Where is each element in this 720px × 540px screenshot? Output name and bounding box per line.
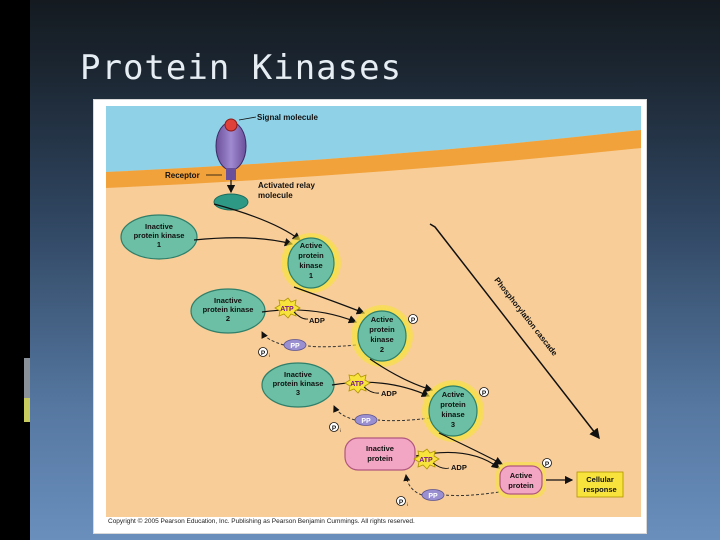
copyright-notice: Copyright © 2005 Pearson Education, Inc.… <box>108 518 415 525</box>
pp-dashed-arrow-1 <box>261 331 285 346</box>
adp-label-3: ADP <box>451 463 467 472</box>
inactive-protein <box>344 437 416 471</box>
pp-label-3: PP <box>428 493 438 500</box>
phosphate-circle-protein <box>542 458 552 468</box>
atp-label-2: ATP <box>350 381 364 388</box>
active-kinase-3-label-1: Active <box>442 390 465 399</box>
pp-label-2: PP <box>361 418 371 425</box>
pi-sub-2: i <box>340 428 341 433</box>
atp-burst-1 <box>274 297 301 319</box>
cellular-response-label-1: Cellular <box>586 475 614 484</box>
title-marker <box>18 50 30 86</box>
inactive-kinase-1-label-3: 1 <box>157 240 161 249</box>
inactive-kinase-3-label-2: protein kinase <box>273 379 324 388</box>
plasma-membrane <box>106 130 641 188</box>
pp-dashed-return-1 <box>307 344 357 348</box>
active-protein-label-1: Active <box>510 471 533 480</box>
active-kinase-2 <box>357 310 407 362</box>
kinase3-activation-arrow <box>331 381 431 397</box>
active-kinase-2-label-3: kinase <box>370 335 393 344</box>
adp-label-2: ADP <box>381 389 397 398</box>
active-kinase-3-label-2: protein <box>440 400 466 409</box>
phosphate-circle-3 <box>479 387 489 397</box>
side-marker-yellow <box>24 398 30 422</box>
pi-label-3: P <box>399 499 404 506</box>
pi-circle-3 <box>396 496 406 506</box>
pi-label-2: P <box>332 425 337 432</box>
inactive-kinase-3-label-3: 3 <box>296 388 300 397</box>
active-kinase-1-label-2: protein <box>298 251 324 260</box>
pi-label-1: P <box>261 350 266 357</box>
active-kinase-3-label-4: 3 <box>451 420 455 429</box>
pp-dashed-return-3 <box>444 491 500 497</box>
pi-sub-1: i <box>269 353 270 358</box>
inactive-kinase-1-label-2: protein kinase <box>134 231 185 240</box>
cellular-response-box <box>576 471 624 498</box>
active-protein <box>499 465 543 495</box>
phosphate-label-2: P <box>411 317 416 324</box>
slide-title: Protein Kinases <box>80 48 403 88</box>
pp-dashed-arrow-3 <box>403 474 423 496</box>
pi-circle-2 <box>329 422 339 432</box>
pp-label-1: PP <box>290 343 300 350</box>
relay-molecule-shape <box>213 193 249 211</box>
active-kinase-1-label-3: kinase <box>299 261 322 270</box>
inactive-kinase-2-label-3: 2 <box>226 314 230 323</box>
pp-dashed-arrow-2 <box>333 405 356 421</box>
active-kinase-1 <box>287 237 335 289</box>
inactive-kinase-2 <box>190 288 266 334</box>
cascade-diagram: Signal molecule Receptor Activated relay… <box>106 106 641 517</box>
atp-to-adp-curve-2 <box>363 386 380 394</box>
kinase2-catalysis-arrow <box>369 358 434 393</box>
relay-to-kinase1-arrow <box>213 203 301 241</box>
phosphorylation-cascade-arrow <box>429 223 600 440</box>
active-protein-label-2: protein <box>508 481 534 490</box>
pi-circle-1 <box>258 347 268 357</box>
left-accent-bar <box>0 0 30 540</box>
active-kinase-1-label-4: 1 <box>309 271 313 280</box>
inactive-kinase-1-label-1: Inactive <box>145 222 173 231</box>
inactive-kinase-3-label-1: Inactive <box>284 370 312 379</box>
active-kinase-2-label-2: protein <box>369 325 395 334</box>
active-kinase-2-label-1: Active <box>371 315 394 324</box>
relay-label-1: Activated relay <box>258 181 315 190</box>
signal-molecule-shape <box>224 118 238 132</box>
atp-label-1: ATP <box>280 306 294 313</box>
active-kinase-3-label-3: kinase <box>441 410 464 419</box>
phosphate-label-protein: P <box>545 461 550 468</box>
atp-to-adp-curve-3 <box>432 462 450 469</box>
inactive-protein-label-2: protein <box>367 454 393 463</box>
inactive-protein-label-1: Inactive <box>366 444 394 453</box>
receptor-label: Receptor <box>165 171 200 180</box>
active-kinase-1-label-1: Active <box>300 241 323 250</box>
side-marker-gray <box>24 358 30 398</box>
kinase-cascade-figure: Signal molecule Receptor Activated relay… <box>93 99 647 534</box>
inactive-kinase-2-label-1: Inactive <box>214 296 242 305</box>
active-kinase-2-label-4: 2 <box>380 345 384 354</box>
pi-sub-3: i <box>407 502 408 507</box>
phosphate-circle-2 <box>408 314 418 324</box>
phosphate-label-3: P <box>482 390 487 397</box>
atp-burst-2 <box>344 372 371 394</box>
cellular-response-label-2: response <box>583 485 616 494</box>
signal-molecule-label: Signal molecule <box>257 113 318 122</box>
signal-label-line <box>238 116 257 121</box>
atp-label-3: ATP <box>419 457 433 464</box>
atp-to-adp-curve-1 <box>293 311 309 320</box>
kinase1-catalysis-arrow <box>293 286 366 315</box>
inactive-kinase-1 <box>120 214 198 260</box>
receptor-stem <box>226 168 236 180</box>
inactive-kinase-2-label-2: protein kinase <box>203 305 254 314</box>
relay-label-2: molecule <box>258 191 293 200</box>
active-kinase-3 <box>428 385 478 437</box>
kinase2-activation-arrow <box>261 309 358 324</box>
kinase1-activation-arrow <box>193 237 294 247</box>
adp-label-1: ADP <box>309 316 325 325</box>
atp-burst-3 <box>413 448 440 470</box>
